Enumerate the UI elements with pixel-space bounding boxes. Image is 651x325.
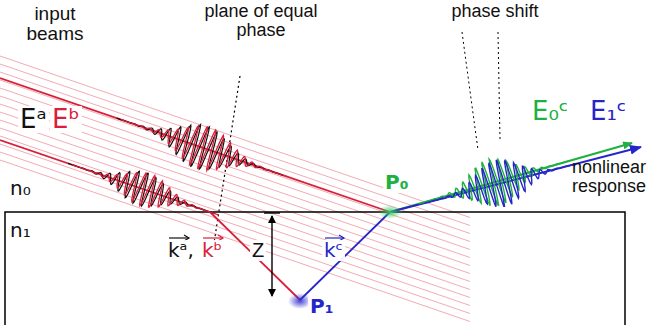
label: E₀ᶜ: [530, 98, 570, 125]
pulses: [68, 118, 575, 215]
wavefront-line: [0, 152, 470, 313]
leader-line: [462, 32, 478, 150]
wavefront-line: [0, 80, 470, 241]
label: plane of equal phase: [200, 2, 322, 40]
label: P₁: [308, 296, 335, 317]
label: nonlinear response: [564, 158, 648, 196]
label: Eᵇ: [50, 106, 82, 133]
label: n₀: [8, 178, 33, 199]
leader-line: [498, 32, 500, 140]
pulse: [425, 160, 576, 207]
wavefront-line: [0, 72, 470, 233]
label: n₁: [8, 220, 33, 241]
wavefront-line: [0, 96, 470, 257]
label: kᵇ: [200, 240, 224, 261]
depth-arrow: [271, 216, 272, 296]
pulse: [72, 165, 219, 215]
label: phase shift: [448, 2, 542, 21]
label: kᶜ: [322, 240, 345, 261]
wavefront-line: [0, 120, 470, 281]
wavefront-line: [0, 144, 470, 305]
wavefront-line: [0, 160, 470, 321]
focus-glow: [378, 205, 402, 219]
wavefront-line: [0, 112, 470, 273]
wavefront-line: [0, 136, 470, 297]
label: Z: [250, 240, 266, 261]
vector-arrow: [169, 237, 189, 238]
vector-arrow: [203, 237, 223, 238]
beam-line: [0, 78, 390, 212]
vector-arrow: [325, 237, 344, 238]
wavefront-line: [0, 88, 470, 249]
kc-beam: [300, 212, 390, 300]
wavefront-line: [0, 104, 470, 265]
label: P₀: [383, 172, 410, 193]
label: Eᵃ: [18, 106, 49, 133]
wavefront-lines: [0, 56, 470, 321]
wavefront-line: [0, 64, 470, 225]
label: input beams: [14, 4, 96, 44]
depth-tick: [264, 212, 280, 213]
substrate: [5, 212, 625, 325]
label: kᵃ,: [166, 240, 196, 261]
label: E₁ᶜ: [588, 98, 628, 125]
pulse: [121, 120, 288, 177]
wavefront-line: [0, 56, 470, 217]
